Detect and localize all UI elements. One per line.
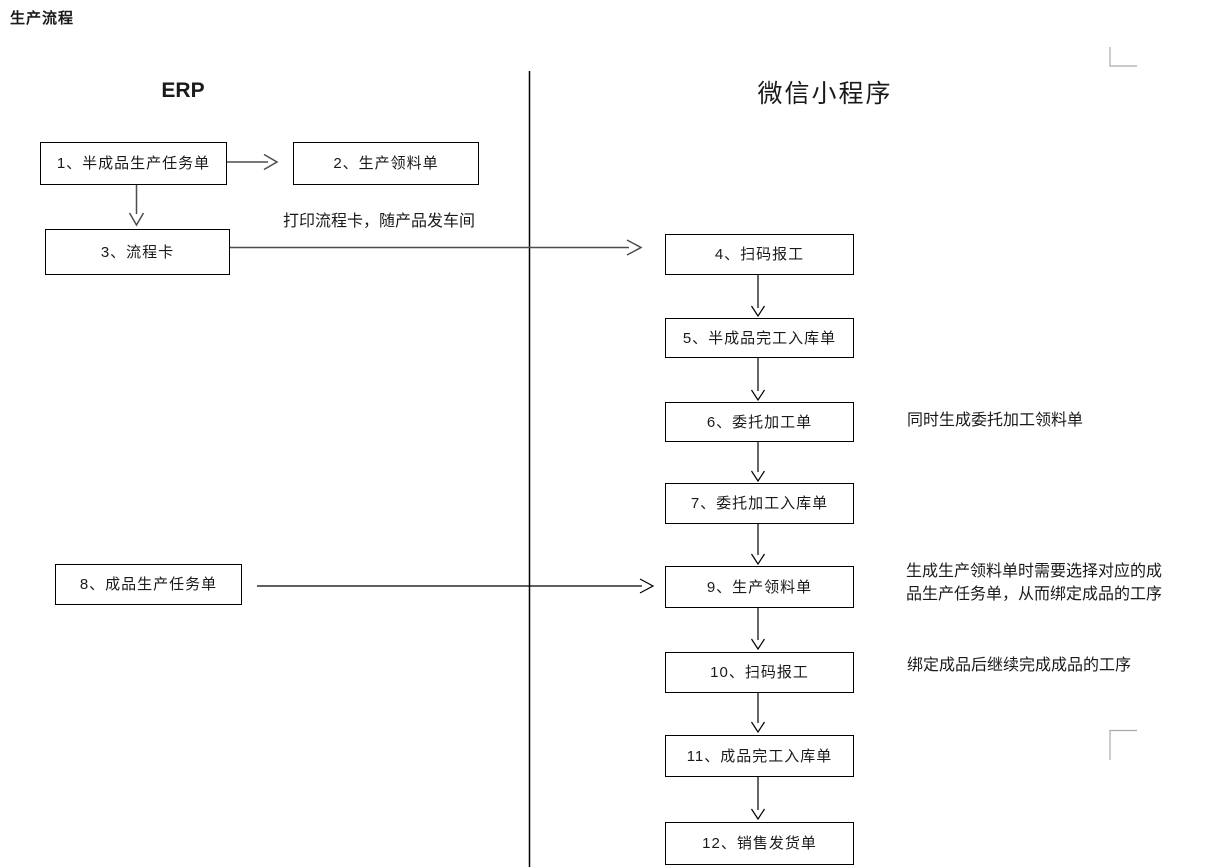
arrow-box4-to-box5	[750, 273, 766, 318]
arrow-box10-to-box11	[750, 691, 766, 734]
annotation-continue-process: 绑定成品后继续完成成品的工序	[907, 657, 1132, 674]
arrow-box8-to-box9	[257, 578, 655, 594]
page-title: 生产流程	[10, 10, 75, 27]
arrow-box6-to-box7	[750, 440, 766, 483]
annotation-print-process-card: 打印流程卡，随产品发车间	[283, 213, 476, 230]
box-consign-processing-order: 6、委托加工单	[665, 402, 854, 442]
corner-mark-bottom-right	[1109, 729, 1137, 760]
arrow-box9-to-box10	[750, 606, 766, 651]
box-finished-warehousing: 11、成品完工入库单	[665, 735, 854, 777]
arrow-box1-to-box2	[227, 153, 279, 171]
arrow-box11-to-box12	[750, 775, 766, 821]
arrow-box1-to-box3	[128, 184, 145, 227]
box-production-requisition-erp: 2、生产领料单	[293, 142, 479, 185]
annotation-requisition-binding: 生成生产领料单时需要选择对应的成 品生产任务单，从而绑定成品的工序	[906, 563, 1163, 603]
box-consign-processing-warehousing: 7、委托加工入库单	[665, 483, 854, 524]
arrow-box3-to-box4	[230, 239, 643, 256]
erp-column-header: ERP	[161, 79, 205, 102]
arrow-box5-to-box6	[750, 356, 766, 402]
annotation-consignment-requisition: 同时生成委托加工领料单	[907, 412, 1084, 429]
box-scan-report-work-1: 4、扫码报工	[665, 234, 854, 275]
corner-mark-top-right	[1109, 47, 1137, 67]
box-sales-delivery-order: 12、销售发货单	[665, 822, 854, 865]
wechat-miniprogram-column-header: 微信小程序	[757, 79, 893, 108]
box-process-card: 3、流程卡	[45, 229, 230, 275]
box-finished-task-order: 8、成品生产任务单	[55, 564, 242, 605]
box-scan-report-work-2: 10、扫码报工	[665, 652, 854, 693]
box-semi-finished-warehousing: 5、半成品完工入库单	[665, 318, 854, 358]
box-semi-finished-task-order: 1、半成品生产任务单	[40, 142, 227, 185]
arrow-box7-to-box9	[750, 522, 766, 566]
box-production-requisition-mini: 9、生产领料单	[665, 566, 854, 608]
